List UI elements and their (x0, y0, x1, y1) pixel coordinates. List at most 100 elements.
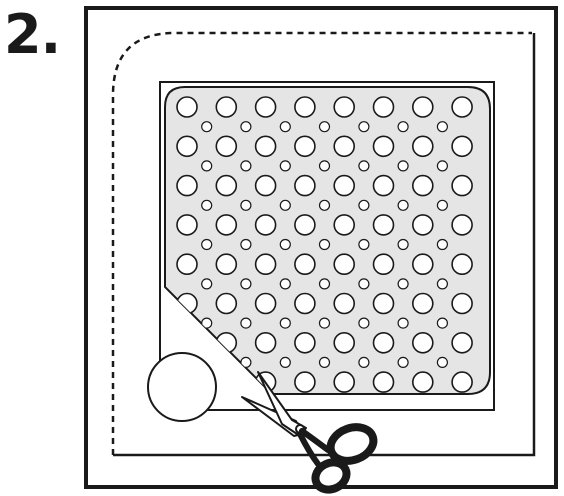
mat-hole-large (411, 96, 434, 118)
shower-tray-icon (111, 31, 536, 457)
mat-hole-small (318, 160, 331, 172)
mat-hole-small (240, 356, 252, 368)
mat-hole-large (215, 174, 238, 197)
mat-hole-small (201, 317, 213, 329)
mat-hole-small (240, 199, 252, 211)
mat-hole-small (397, 121, 409, 133)
mat-hole-small (436, 199, 448, 211)
mat-hole-large (254, 174, 277, 197)
mat-hole-large (215, 135, 238, 158)
mat-hole-large (176, 135, 198, 158)
mat-hole-large (294, 253, 316, 276)
mat-hole-small (201, 278, 213, 290)
mat-hole-large (333, 96, 356, 118)
mat-hole-large (215, 214, 238, 236)
mat-hole-large (451, 135, 473, 158)
mat-hole-small (358, 317, 370, 329)
step-number: 2. (4, 3, 61, 66)
mat-hole-large (451, 214, 473, 236)
mat-hole-large (294, 174, 316, 197)
mat-hole-large (254, 253, 277, 276)
mat-hole-large (372, 331, 395, 354)
mat-hole-small (279, 121, 291, 133)
mat-hole-large (294, 371, 316, 393)
mat-hole-small (358, 121, 370, 133)
mat-hole-small (318, 278, 331, 290)
mat-hole-large (411, 253, 434, 276)
mat-hole-large (254, 331, 277, 354)
mat-hole-large (411, 214, 434, 236)
mat-hole-small (436, 278, 448, 290)
mat-hole-large (372, 96, 395, 118)
mat-hole-small (358, 356, 370, 368)
mat-hole-large (372, 371, 395, 393)
mat-hole-small (358, 278, 370, 290)
scissors-shank-left (297, 431, 321, 467)
mat-hole-large (372, 292, 395, 315)
scissors-icon (241, 371, 378, 494)
mat-hole-small (240, 317, 252, 329)
mat-hole-small (279, 160, 291, 172)
mat-holes (176, 96, 473, 393)
mat-hole-large (411, 135, 434, 158)
mat-hole-small (201, 238, 213, 251)
mat-hole-small (397, 199, 409, 211)
mat-hole-large (451, 253, 473, 276)
tray-edge-solid (113, 33, 536, 457)
mat-hole-small (436, 160, 448, 172)
mat-hole-small (397, 238, 409, 251)
mat-hole-small (240, 278, 252, 290)
mat-hole-large (411, 292, 434, 315)
mat-hole-large (411, 174, 434, 197)
mat-hole-small (358, 238, 370, 251)
mat-hole-large (333, 371, 356, 393)
mat-hole-large (451, 371, 473, 393)
mat-hole-large (451, 174, 473, 197)
mat-hole-small (358, 160, 370, 172)
mat-hole-large (215, 253, 238, 276)
scissors-shank-right (299, 428, 331, 453)
mat-hole-large (294, 135, 316, 158)
mat-hole-large (176, 253, 198, 276)
mat-hole-large (333, 174, 356, 197)
mat-hole-large (411, 371, 434, 393)
mat-hole-large (451, 292, 473, 315)
mat-hole-small (318, 356, 331, 368)
mat-hole-large (176, 174, 198, 197)
mat-hole-large (215, 292, 238, 315)
mat-hole-large (372, 253, 395, 276)
mat-hole-small (436, 238, 448, 251)
mat-hole-small (279, 238, 291, 251)
mat-hole-large (254, 96, 277, 118)
mat-hole-small (279, 356, 291, 368)
mat-hole-large (294, 292, 316, 315)
mat-hole-large (254, 292, 277, 315)
mat-hole-large (451, 96, 473, 118)
mat-hole-small (318, 317, 331, 329)
mat-hole-small (240, 121, 252, 133)
scissors-ring-right (326, 423, 378, 465)
mat-hole-large (254, 135, 277, 158)
mat-hole-large (451, 331, 473, 354)
mat-hole-large (254, 214, 277, 236)
mat-hole-small (436, 317, 448, 329)
mat-hole-small (436, 356, 448, 368)
mat-hole-small (397, 160, 409, 172)
mat-hole-small (318, 121, 331, 133)
mat-hole-small (201, 199, 213, 211)
mat-hole-large (176, 96, 198, 118)
bath-mat-icon (164, 86, 491, 395)
mat-hole-large (372, 214, 395, 236)
scissors-ring-left (311, 458, 351, 494)
mat-hole-large (333, 331, 356, 354)
mat-hole-large (333, 253, 356, 276)
mat-hole-large (294, 331, 316, 354)
mat-hole-large (294, 214, 316, 236)
mat-hole-small (279, 278, 291, 290)
drain-icon (147, 352, 217, 422)
mat-hole-large (333, 292, 356, 315)
mat-hole-small (318, 238, 331, 251)
mat-hole-large (294, 96, 316, 118)
mat-hole-small (279, 199, 291, 211)
